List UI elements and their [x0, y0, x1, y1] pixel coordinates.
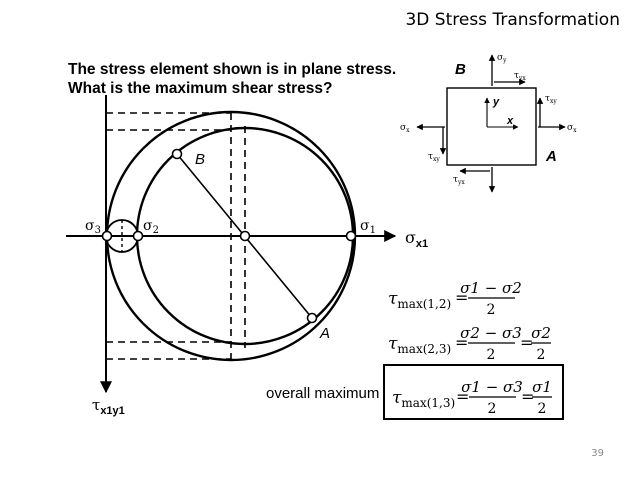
point-sigma1	[345, 230, 357, 242]
equations: τmax(1,2) = σ1 − σ2 2 τmax(2,3) = σ2 − σ…	[266, 279, 564, 420]
stress-element-square	[446, 87, 537, 166]
svg-text:2: 2	[487, 347, 496, 363]
equation-tau-max-1-2: τmax(1,2) = σ1 − σ2 2	[388, 279, 522, 318]
point-sigma2	[132, 230, 144, 242]
svg-text:=: =	[455, 333, 468, 352]
svg-text:τmax(1,2): τmax(1,2)	[388, 289, 451, 311]
problem-line-2: What is the maximum shear stress?	[68, 80, 333, 97]
svg-text:=: =	[520, 333, 533, 352]
page-number: 39	[591, 448, 604, 459]
equation-tau-max-2-3: τmax(2,3) = σ2 − σ3 2 = σ2 2	[388, 324, 551, 363]
slide-title: 3D Stress Transformation	[405, 10, 620, 30]
label-point-a: A	[319, 325, 330, 342]
label-tau-yx-top: τyx	[514, 71, 526, 82]
svg-text:2: 2	[537, 347, 546, 363]
label-sigma3: σ3	[85, 218, 101, 236]
label-sigma-x-left: σx	[400, 123, 410, 134]
label-tau-axis: τx1y1	[92, 396, 125, 417]
svg-text:σ2 − σ3: σ2 − σ3	[460, 324, 522, 342]
svg-text:2: 2	[538, 401, 547, 417]
problem-line-1: The stress element shown is in plane str…	[68, 61, 397, 78]
label-tau-yx-bottom: τyx	[453, 175, 465, 186]
svg-text:2: 2	[487, 302, 496, 318]
svg-text:τmax(1,3): τmax(1,3)	[392, 388, 455, 410]
center-point	[239, 230, 251, 242]
label-sigma-axis: σx1	[405, 228, 428, 250]
mohr-circle-diagram: B A σ1 σ2 σ3 σx1 τx1y1	[66, 95, 428, 417]
label-tau-xy-left: τxy	[428, 152, 440, 163]
point-a	[306, 312, 318, 324]
problem-statement: The stress element shown is in plane str…	[68, 60, 396, 98]
point-sigma3	[101, 230, 113, 242]
svg-text:σ1: σ1	[532, 378, 552, 396]
svg-text:=: =	[455, 288, 468, 307]
svg-text:=: =	[521, 387, 534, 406]
svg-text:σ1 − σ3: σ1 − σ3	[461, 378, 523, 396]
svg-text:σ1 − σ2: σ1 − σ2	[460, 279, 522, 297]
point-b	[171, 148, 183, 160]
overall-maximum-box	[383, 364, 564, 420]
label-face-b: B	[455, 61, 466, 78]
label-point-b: B	[195, 151, 205, 168]
label-sigma1: σ1	[360, 218, 376, 236]
overall-maximum-label: overall maximum	[266, 385, 379, 402]
svg-text:σ2: σ2	[531, 324, 551, 342]
svg-text:=: =	[456, 387, 469, 406]
label-tau-xy-right: τxy	[545, 94, 557, 105]
svg-text:τmax(2,3): τmax(2,3)	[388, 334, 451, 356]
stress-element-diagram: B A y x σy τyx τxy σx σx τxy τyx	[400, 53, 577, 193]
label-sigma-x-right: σx	[567, 123, 577, 134]
label-axis-x: x	[506, 115, 514, 127]
svg-text:2: 2	[488, 401, 497, 417]
label-sigma-y: σy	[497, 53, 507, 64]
label-face-a: A	[545, 148, 557, 165]
label-axis-y: y	[492, 96, 500, 108]
equation-tau-max-1-3: τmax(1,3) = σ1 − σ3 2 = σ1 2	[392, 378, 552, 417]
label-sigma2: σ2	[143, 218, 159, 236]
